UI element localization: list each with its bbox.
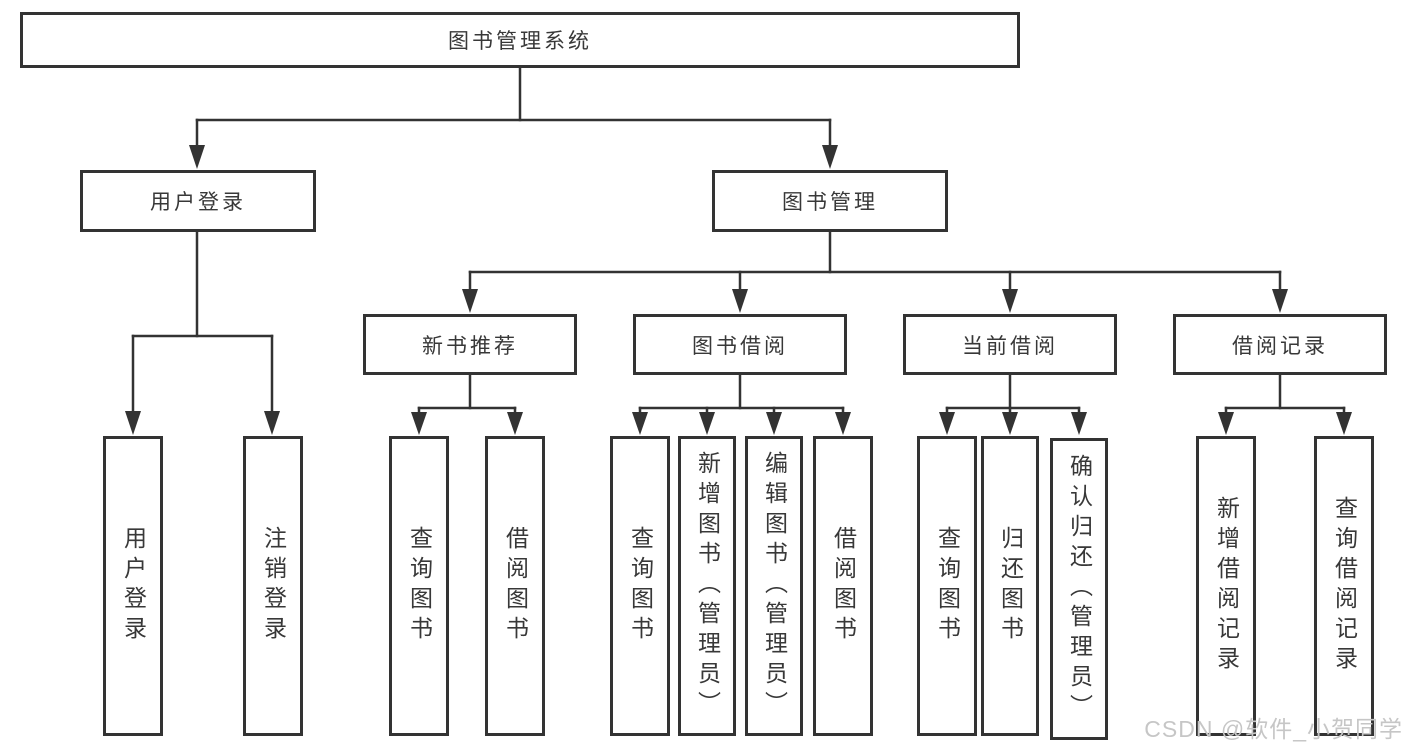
leaf-add-borrow-record: 新增借阅记录 (1196, 436, 1256, 736)
leaf-logout-label: 注销登录 (260, 526, 287, 646)
node-current-borrow: 当前借阅 (903, 314, 1117, 375)
node-borrow-record-label: 借阅记录 (1232, 334, 1328, 358)
leaf-return-book: 归还图书 (981, 436, 1039, 736)
leaf-user-login-label: 用户登录 (120, 526, 147, 646)
leaf-borrow-book-recommend: 借阅图书 (485, 436, 545, 736)
node-user-login: 用户登录 (80, 170, 316, 232)
leaf-return-book-label: 归还图书 (997, 526, 1024, 646)
leaf-edit-book-admin-label: 编辑图书（管理员） (761, 451, 788, 721)
leaf-borrow-book-recommend-label: 借阅图书 (502, 526, 529, 646)
leaf-user-login: 用户登录 (103, 436, 163, 736)
leaf-add-book-admin-label: 新增图书（管理员） (694, 451, 721, 721)
leaf-confirm-return-admin-label: 确认归还（管理员） (1066, 454, 1093, 724)
leaf-query-book-recommend: 查询图书 (389, 436, 449, 736)
node-current-borrow-label: 当前借阅 (962, 334, 1058, 358)
node-borrow-record: 借阅记录 (1173, 314, 1387, 375)
leaf-query-book-current: 查询图书 (917, 436, 977, 736)
node-new-book-recommend-label: 新书推荐 (422, 334, 518, 358)
leaf-query-borrow-record-label: 查询借阅记录 (1331, 496, 1358, 676)
node-user-login-label: 用户登录 (150, 191, 246, 214)
node-root: 图书管理系统 (20, 12, 1020, 68)
node-book-management: 图书管理 (712, 170, 948, 232)
node-book-borrow: 图书借阅 (633, 314, 847, 375)
leaf-edit-book-admin: 编辑图书（管理员） (745, 436, 803, 736)
leaf-query-book-recommend-label: 查询图书 (406, 526, 433, 646)
leaf-add-borrow-record-label: 新增借阅记录 (1213, 496, 1240, 676)
node-root-label: 图书管理系统 (448, 30, 592, 53)
leaf-query-book-borrow: 查询图书 (610, 436, 670, 736)
leaf-borrow-book-borrow-label: 借阅图书 (830, 526, 857, 646)
leaf-query-borrow-record: 查询借阅记录 (1314, 436, 1374, 736)
node-book-management-label: 图书管理 (782, 191, 878, 214)
leaf-add-book-admin: 新增图书（管理员） (678, 436, 736, 736)
node-new-book-recommend: 新书推荐 (363, 314, 577, 375)
leaf-confirm-return-admin: 确认归还（管理员） (1050, 438, 1108, 740)
leaf-query-book-borrow-label: 查询图书 (627, 526, 654, 646)
leaf-borrow-book-borrow: 借阅图书 (813, 436, 873, 736)
leaf-query-book-current-label: 查询图书 (934, 526, 961, 646)
node-book-borrow-label: 图书借阅 (692, 334, 788, 358)
csdn-watermark: CSDN @软件_小贺同学 (1144, 716, 1403, 742)
leaf-logout: 注销登录 (243, 436, 303, 736)
